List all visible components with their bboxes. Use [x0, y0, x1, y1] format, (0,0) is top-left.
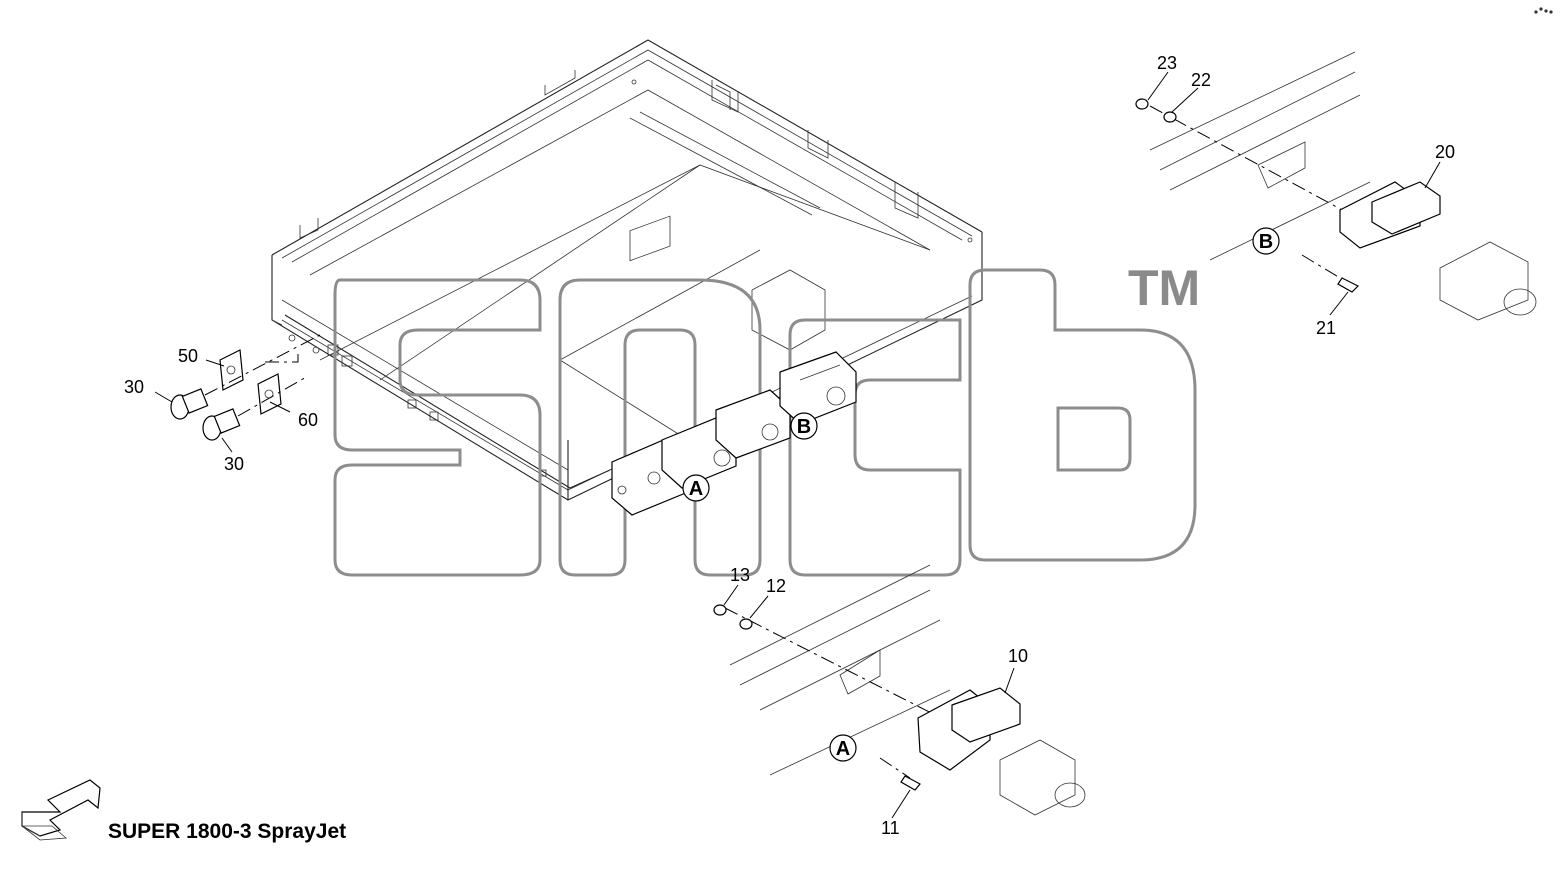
frame-connectors — [611, 215, 857, 516]
callout-20: 20 — [1435, 142, 1455, 162]
svg-text:A: A — [689, 478, 703, 500]
detail-a-assembly — [713, 564, 1086, 816]
frame-assembly — [271, 39, 983, 501]
callout-11: 11 — [881, 818, 900, 838]
detail-ref-b[interactable]: B — [1252, 227, 1280, 255]
detail-ref-b-frame[interactable]: B — [790, 412, 818, 440]
trademark-text: TM — [1128, 260, 1200, 316]
left-hardware — [170, 334, 321, 441]
svg-text:A: A — [836, 738, 850, 760]
arrow-icon — [21, 779, 101, 841]
callout-13: 13 — [730, 565, 750, 585]
callout-50: 50 — [178, 346, 198, 366]
callout-labels: 23 22 20 21 50 30 60 30 13 12 10 11 — [124, 53, 1455, 838]
svg-text:B: B — [1259, 231, 1273, 253]
callout-23: 23 — [1157, 53, 1177, 73]
svg-text:B: B — [797, 416, 811, 438]
callout-30-lower: 30 — [224, 454, 244, 474]
callout-30-upper: 30 — [124, 377, 144, 397]
callout-60: 60 — [298, 410, 318, 430]
callout-10: 10 — [1008, 646, 1028, 666]
callout-22: 22 — [1191, 70, 1211, 90]
dots-icon[interactable] — [1534, 7, 1553, 14]
page-title: SUPER 1800-3 SprayJet — [108, 820, 346, 843]
detail-b-assembly — [1135, 51, 1537, 321]
detail-ref-a[interactable]: A — [829, 734, 857, 762]
leader-lines — [154, 71, 1441, 819]
callout-21: 21 — [1316, 318, 1336, 338]
watermark: TM — [333, 260, 1200, 577]
detail-ref-a-frame[interactable]: A — [682, 474, 710, 502]
callout-12: 12 — [766, 576, 786, 596]
